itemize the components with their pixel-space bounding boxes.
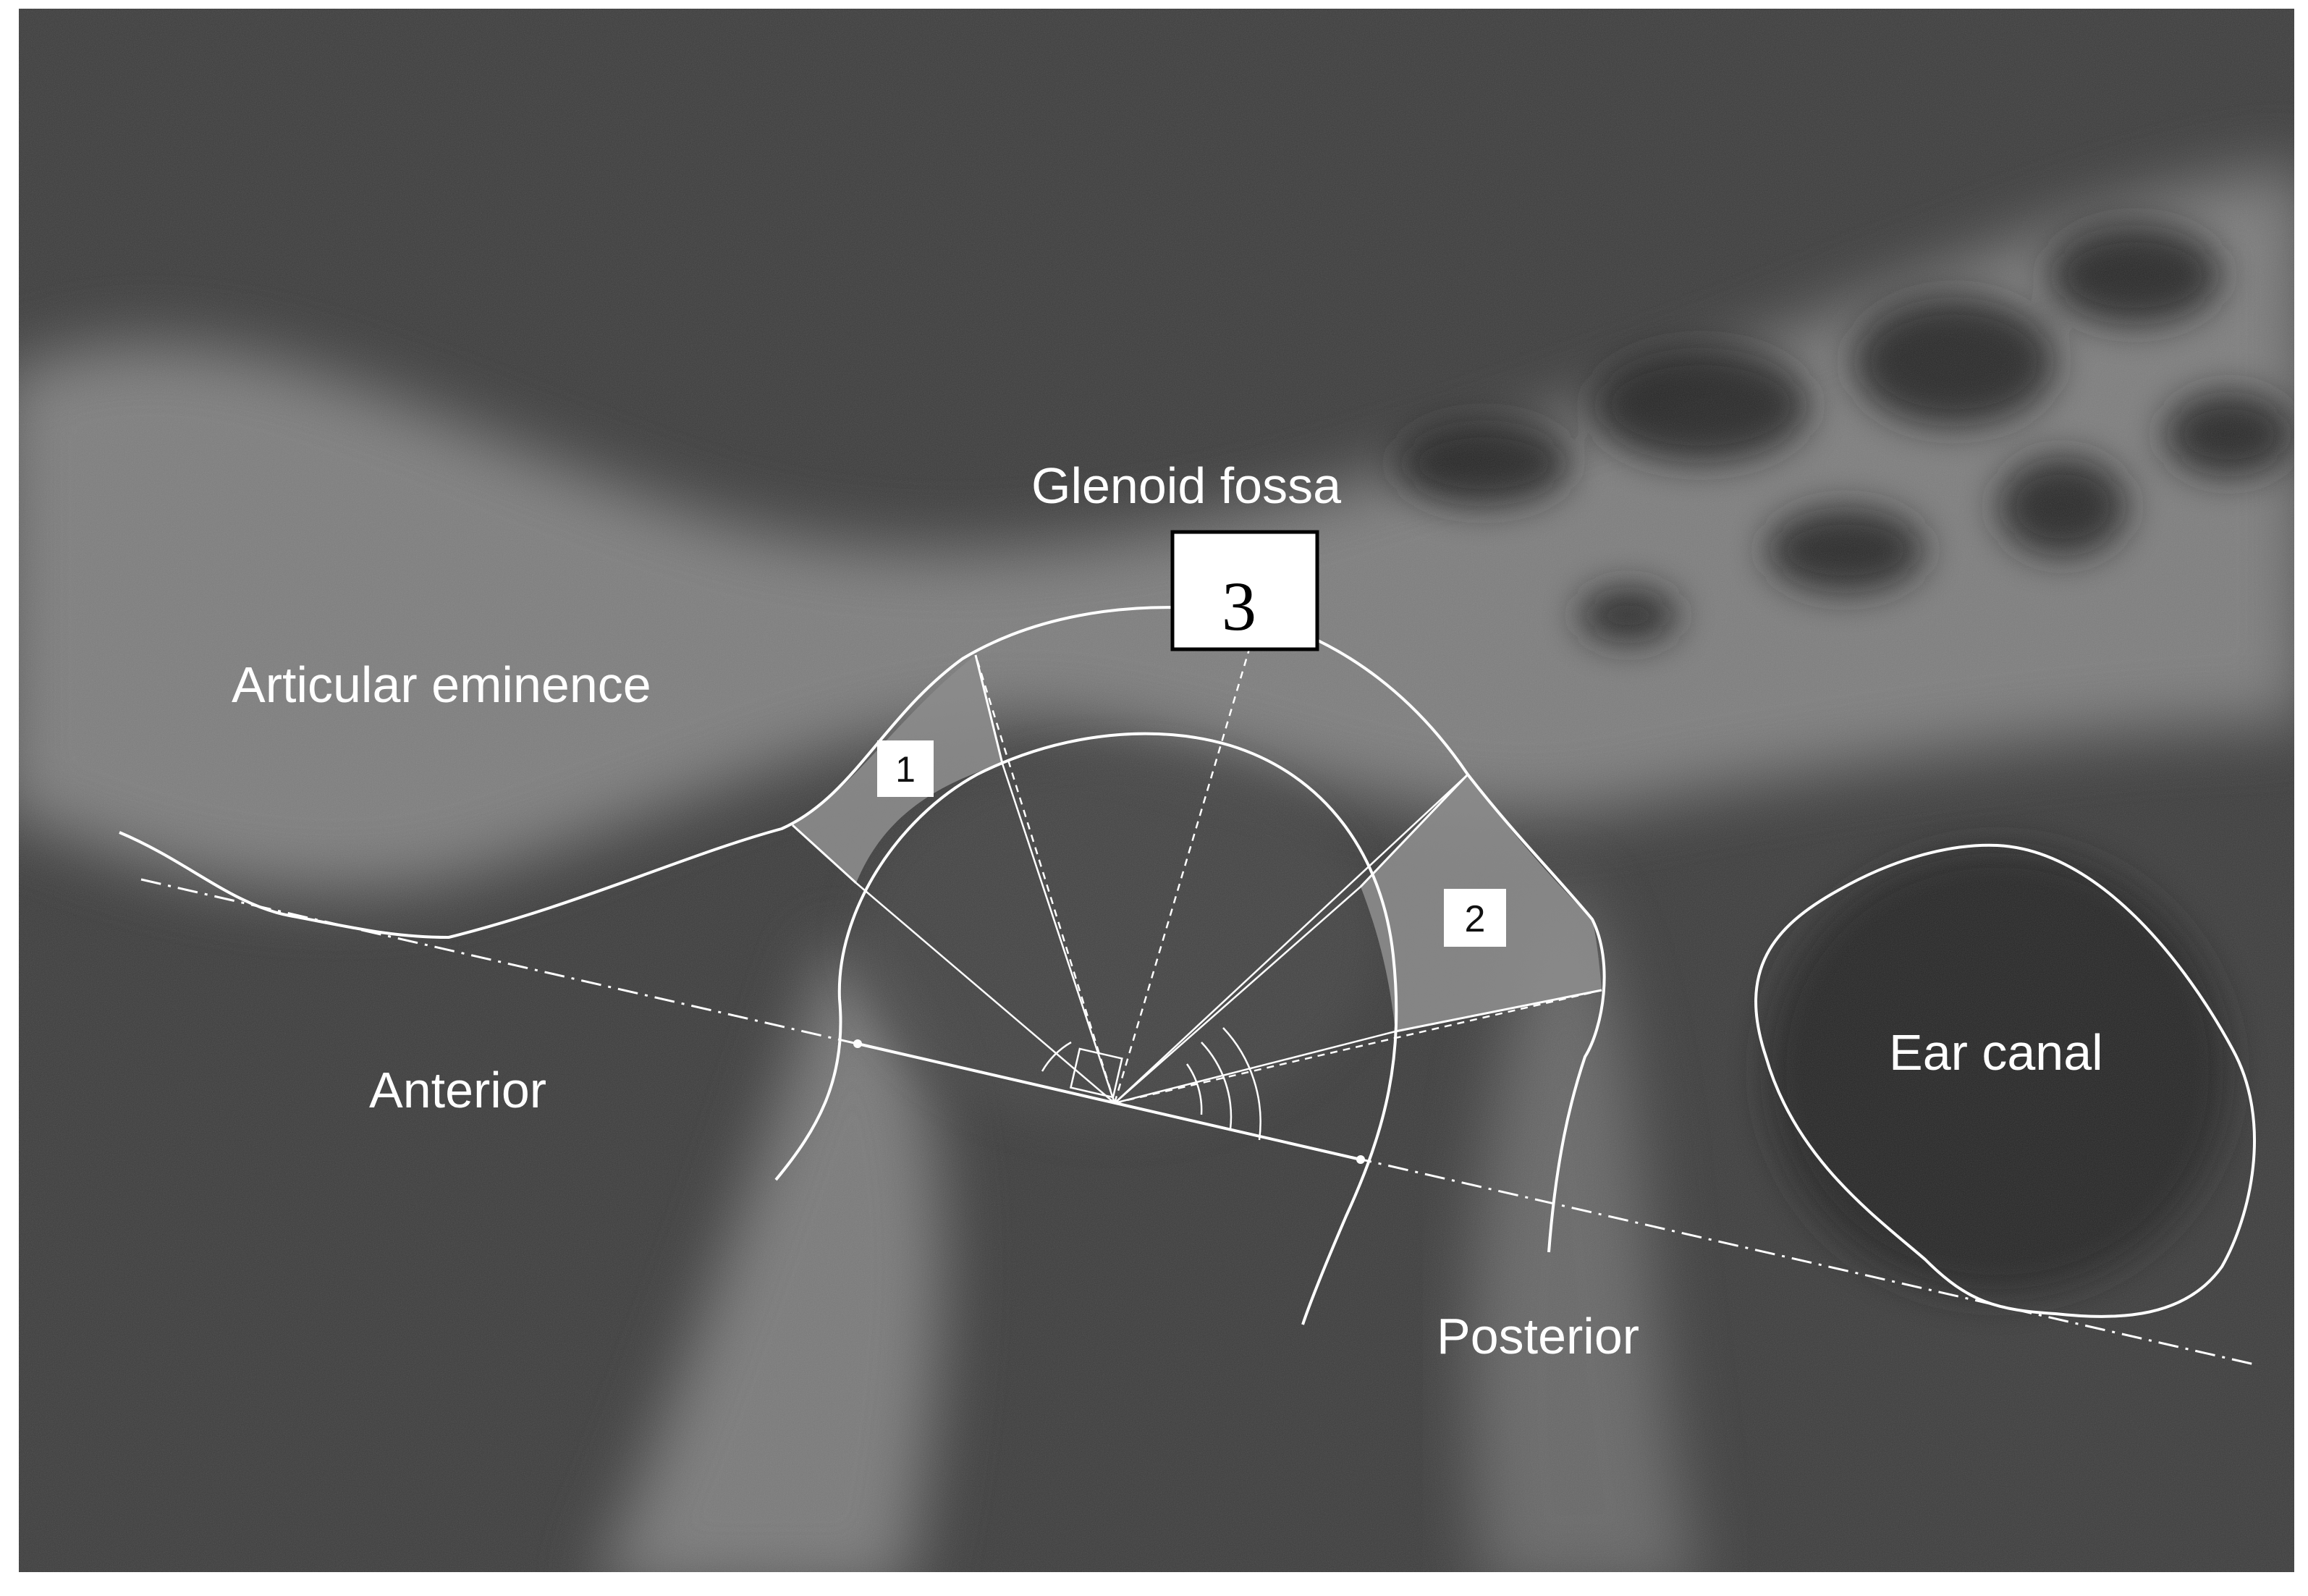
region-2-label: 2	[1465, 898, 1486, 940]
region-3-box: 3	[1170, 530, 1319, 651]
region-3-label: 3	[1222, 567, 1256, 645]
glenoid-fossa-contour	[119, 606, 1606, 1253]
angle-markers	[1041, 1027, 1261, 1141]
label-articular-eminence: Articular eminence	[232, 656, 651, 713]
label-glenoid-fossa: Glenoid fossa	[1031, 457, 1341, 514]
fossa-outlines	[119, 606, 2256, 1325]
region-1-box: 1	[877, 740, 934, 797]
region-2-box: 2	[1444, 889, 1506, 947]
label-anterior: Anterior	[369, 1062, 546, 1118]
reference-point-anterior	[853, 1039, 862, 1048]
radial-lines	[855, 615, 1602, 1105]
region-1-label: 1	[895, 749, 916, 790]
condyle-contour	[774, 732, 1398, 1325]
region-edges	[791, 654, 1602, 1033]
ear-canal-contour	[1754, 843, 2256, 1318]
label-ear-canal: Ear canal	[1889, 1024, 2103, 1081]
reference-point-posterior	[1356, 1155, 1365, 1164]
reference-line-solid	[857, 1042, 1361, 1161]
label-posterior: Posterior	[1437, 1308, 1639, 1364]
ct-image	[19, 9, 2294, 1572]
